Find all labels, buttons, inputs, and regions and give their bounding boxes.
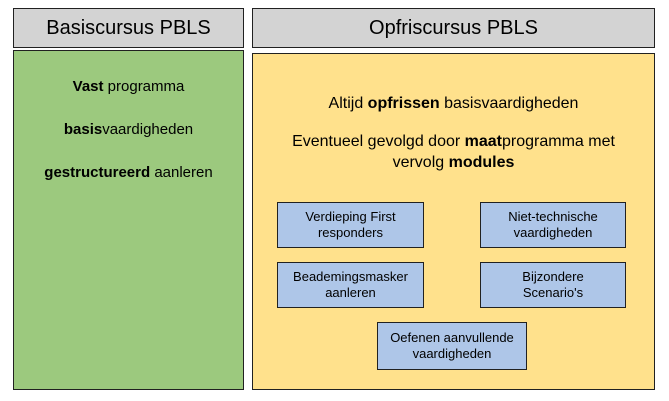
basiscursus-line-vast-programma: Vast programma (72, 78, 185, 95)
basiscursus-line-gestructureerd-aanleren: gestructureerd aanleren (44, 164, 213, 181)
opfriscursus-body: Altijd opfrissen basisvaardigheden Event… (252, 53, 655, 390)
opfris-intro-text: Altijd opfrissen basisvaardigheden (328, 95, 579, 112)
opfriscursus-header: Opfriscursus PBLS (252, 8, 655, 48)
opfriscursus-column: Opfriscursus PBLS Altijd opfrissen basis… (252, 8, 655, 390)
module-box-bijzondere-scenarios: Bijzondere Scenario's (480, 262, 626, 308)
basiscursus-body: Vast programma basisvaardigheden gestruc… (13, 50, 244, 390)
module-box-oefenen-aanvullende-vaardigheden: Oefenen aanvullende vaardigheden (377, 322, 527, 370)
opfris-followup-text: Eventueel gevolgd door maatprogramma met… (292, 133, 615, 171)
basiscursus-header: Basiscursus PBLS (13, 8, 244, 48)
module-box-beademingsmasker-aanleren: Beademingsmasker aanleren (277, 262, 424, 308)
basiscursus-line-basisvaardigheden: basisvaardigheden (63, 121, 194, 138)
module-box-niet-technische-vaardigheden: Niet-technische vaardigheden (480, 202, 626, 248)
basiscursus-column: Basiscursus PBLS Vast programma basisvaa… (13, 8, 244, 390)
module-box-verdieping-first-responders: Verdieping First responders (277, 202, 424, 248)
